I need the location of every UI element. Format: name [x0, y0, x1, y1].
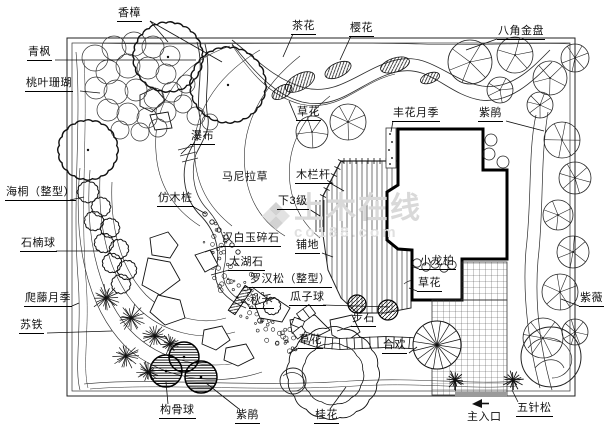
- swing-symbol: [227, 284, 253, 316]
- plant-label-he-huan: 合欢: [382, 339, 407, 354]
- plant-label-luo-han-song: 罗汉松（整型）: [249, 273, 332, 288]
- plant-label-cao-hua-mid: 草花: [417, 277, 442, 292]
- plant-label-zi-wei-right: 紫薇: [579, 292, 604, 307]
- plant-label-cha-hua: 茶花: [291, 20, 316, 35]
- plant-label-su-tie: 苏铁: [19, 319, 44, 334]
- plant-label-feng-hua-yue-ji: 丰花月季: [392, 107, 440, 122]
- hatched-shrub-balls: [149, 294, 399, 394]
- stream-and-waterfall: [177, 41, 453, 309]
- plant-label-xiao-long-bai: 小龙柏: [419, 255, 456, 270]
- entrance-arrow-icon: [472, 399, 482, 408]
- plant-label-wu-zhen-song: 五针松: [516, 402, 553, 417]
- plant-label-qing-feng: 青枫: [27, 46, 52, 61]
- rose-planter-strip: [385, 127, 397, 169]
- cycads-and-pines: [93, 283, 524, 391]
- plant-label-tai-hu-shi: 太湖石: [228, 256, 265, 271]
- plant-label-pu-bu: 瀑布: [190, 130, 215, 145]
- plant-label-ying-hua: 樱花: [349, 22, 374, 37]
- plant-label-zi-juan-bottom: 紫鹃: [235, 409, 260, 424]
- plant-label-gui-hua: 桂花: [314, 409, 339, 424]
- plant-label-pu-di: 铺地: [295, 239, 320, 254]
- plant-label-cao-hua-bottom: 草花: [298, 334, 323, 349]
- plant-label-gua-zi-qiu: 瓜子球: [289, 291, 326, 306]
- plant-label-zi-juan-top: 紫鹃: [478, 107, 503, 122]
- plant-label-bu-shi: 步石: [351, 312, 376, 327]
- plant-label-mu-lan-gan: 木栏杆: [295, 169, 332, 184]
- plant-label-fang-mu-zhuang: 仿木桩: [157, 192, 194, 207]
- entrance-grid-paving: [431, 261, 508, 396]
- plant-label-xiang-zhang: 香樟: [117, 7, 142, 22]
- plant-label-han-bai-yu-sui-shi: 汉白玉碎石: [221, 232, 281, 247]
- label-leader-lines: [46, 20, 580, 410]
- plant-label-zhu-ru-kou: 主入口: [467, 411, 502, 423]
- plant-label-shi-nan-qiu: 石楠球: [20, 237, 57, 252]
- top-hedge-band: [89, 39, 571, 391]
- shrub-balls: [76, 133, 510, 316]
- plant-label-pa-teng-yue-ji: 爬藤月季: [24, 292, 72, 307]
- plant-label-ba-jiao-jin-pan: 八角金盘: [497, 25, 545, 40]
- plant-label-cao-hua-top: 草花: [296, 106, 321, 121]
- plant-label-xia-3-ji: 下3级: [277, 195, 309, 210]
- main-entrance: [455, 392, 507, 408]
- plant-label-ma-ni-la-cao: 马尼拉草: [222, 171, 268, 183]
- plant-label-qiu-qian: 秋千: [249, 294, 274, 309]
- plant-label-hai-tong: 海桐（整型）: [5, 186, 76, 201]
- plant-label-tao-ye-shan-hu: 桃叶珊瑚: [25, 77, 73, 92]
- plant-label-gou-gu-qiu: 构骨球: [159, 404, 196, 419]
